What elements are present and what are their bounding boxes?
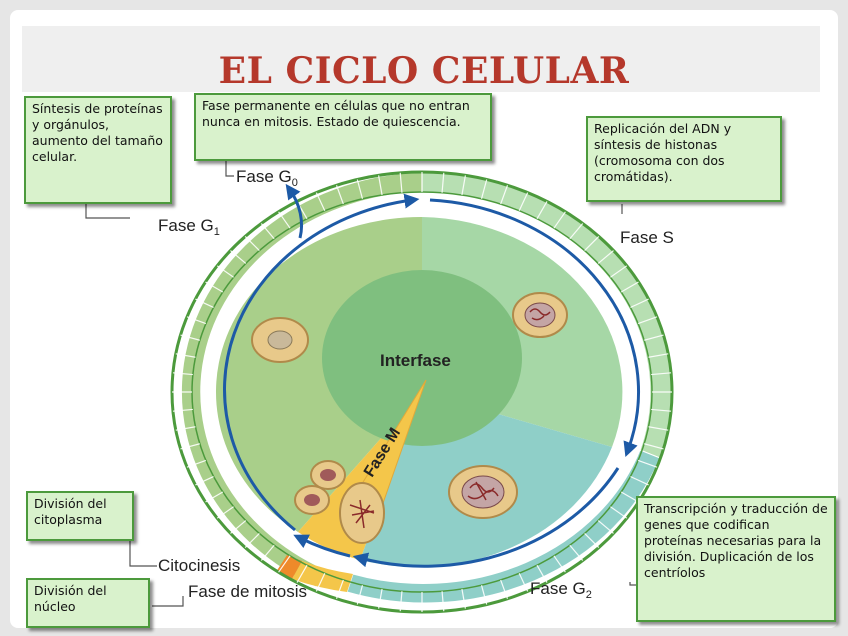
- note-citoplasma: División del citoplasma: [26, 491, 134, 541]
- ring-tick: [480, 179, 488, 199]
- note-nucleo: División del núcleo: [26, 578, 150, 628]
- mitosis-label: Fase de mitosis: [188, 582, 307, 601]
- ring-tick: [244, 236, 260, 252]
- ring-tick: [651, 372, 672, 376]
- ring-tick: [377, 588, 383, 609]
- cell-mitosis: [339, 482, 385, 544]
- ring-tick: [536, 201, 548, 220]
- ring-tick: [399, 591, 403, 612]
- ring-ticks: [172, 172, 672, 612]
- ring-tick: [278, 555, 291, 573]
- ring-tick: [500, 185, 509, 205]
- ring-tick: [180, 334, 200, 341]
- ring-tick: [230, 520, 247, 534]
- interfase-label: Interfase: [380, 351, 451, 370]
- ring-tick: [441, 591, 445, 612]
- ring-tick: [536, 564, 548, 583]
- ring-tick: [205, 281, 224, 293]
- ring-tick: [648, 353, 669, 358]
- cell-g1: [251, 317, 309, 363]
- ring-tick: [205, 491, 224, 503]
- note-g1: Síntesis de proteínas y orgánulos, aumen…: [24, 96, 172, 204]
- ring-tick: [260, 223, 275, 240]
- ring-tick: [195, 298, 214, 309]
- cell-s: [512, 292, 568, 338]
- note-g0: Fase permanente en células que no entran…: [194, 93, 492, 161]
- ring-tick: [569, 223, 584, 240]
- ring-tick: [648, 426, 669, 431]
- ring-tick: [172, 372, 193, 376]
- interfase-center: [322, 270, 522, 446]
- ring-tick: [597, 520, 614, 534]
- cycle-arrow-g1: [223, 193, 420, 532]
- cell-citocinesis: [294, 460, 346, 515]
- ring-tick: [637, 459, 658, 468]
- ring-tick: [461, 175, 467, 196]
- page-title: EL CICLO CELULAR: [218, 50, 630, 92]
- ring-tick: [335, 579, 344, 599]
- ring-tick: [186, 316, 207, 325]
- ring-tick: [620, 281, 639, 293]
- ring-mitosis: [292, 561, 353, 592]
- ring-tick: [377, 175, 383, 196]
- ring-tick: [597, 250, 614, 264]
- ring-tick: [610, 265, 628, 278]
- ring-tick: [518, 573, 529, 592]
- ring-tick: [518, 192, 529, 211]
- cycle-arrow-g2: [352, 467, 620, 568]
- g0-arrow: [285, 183, 304, 239]
- ring-tick: [172, 408, 193, 412]
- ring-tick: [296, 564, 308, 583]
- ring-tick: [216, 265, 234, 278]
- ring-tick: [569, 544, 584, 561]
- ring-tick: [610, 506, 628, 519]
- ring-tick: [399, 172, 403, 193]
- note-s: Replicación del ADN y síntesis de histon…: [586, 116, 782, 202]
- ring-tick: [644, 443, 664, 450]
- ring-tick: [620, 491, 639, 503]
- connector-lines: [85, 160, 636, 607]
- fase-s-label: Fase S: [620, 228, 674, 247]
- ring-g1: [180, 171, 423, 588]
- ring-tick: [441, 172, 445, 193]
- ring-tick: [461, 588, 467, 609]
- note-g2: Transcripción y traducción de genes que …: [636, 496, 836, 622]
- ring-tick: [230, 250, 247, 264]
- ring-tick: [335, 185, 344, 205]
- ring-tick: [553, 211, 566, 229]
- ring-tick: [553, 555, 566, 573]
- cell-g2: [448, 465, 518, 519]
- ring-tick: [175, 426, 196, 431]
- ring-tick: [584, 236, 600, 252]
- ring-tick: [244, 532, 260, 548]
- ring-tick: [180, 443, 200, 450]
- ring-tick: [630, 298, 649, 309]
- title-band: [22, 26, 820, 92]
- ring-tick: [315, 192, 326, 211]
- cycle-arrow-s: [429, 198, 640, 458]
- ring-tick: [356, 585, 364, 605]
- fase-g0-label: Fase G0: [236, 167, 298, 189]
- ring-tick: [644, 334, 664, 341]
- ring-tick: [216, 506, 234, 519]
- ring-tick: [500, 579, 509, 599]
- fase-g1-label: Fase G1: [158, 216, 220, 238]
- ring-tick: [630, 475, 649, 486]
- ring-tick: [195, 475, 214, 486]
- ring-tick: [278, 211, 291, 229]
- ring-tick: [637, 316, 658, 325]
- ring-tick: [260, 544, 275, 561]
- fase-g2-label: Fase G2: [530, 579, 592, 601]
- ring-tick: [584, 532, 600, 548]
- ring-tick: [186, 459, 207, 468]
- ring-tick: [175, 353, 196, 358]
- cycle-arrow-m: [293, 534, 351, 558]
- ring-tick: [480, 585, 488, 605]
- citocinesis-label: Citocinesis: [158, 556, 240, 575]
- ring-tick: [651, 408, 672, 412]
- ring-tick: [315, 573, 326, 592]
- ring-tick: [356, 179, 364, 199]
